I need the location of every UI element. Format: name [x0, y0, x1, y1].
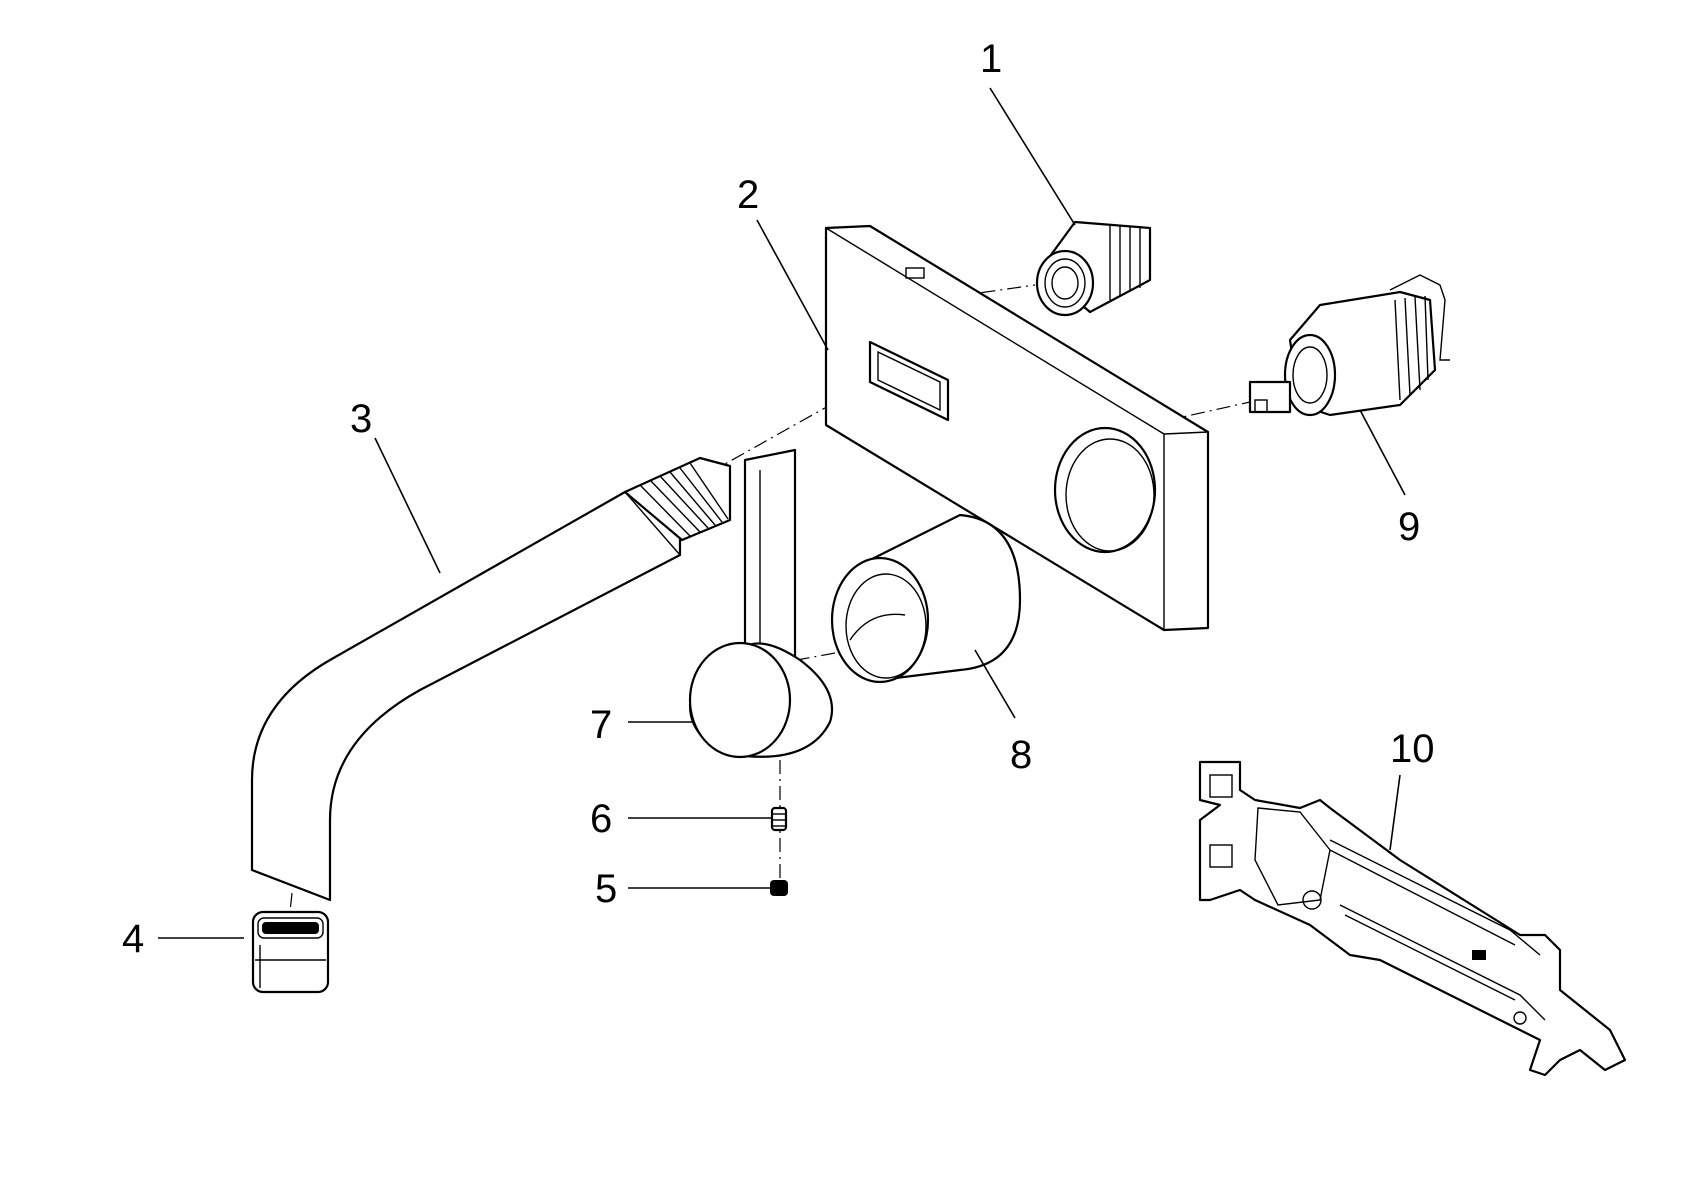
callout-10: 10: [1390, 727, 1435, 771]
callout-3: 3: [350, 397, 372, 441]
callout-5: 5: [595, 867, 617, 911]
callout-2: 2: [737, 173, 759, 217]
leader-lines: [158, 87, 1406, 939]
callout-labels: 1 2 3 4 5 6 7 8 9 10: [122, 37, 1435, 961]
valve-cartridge: [1248, 274, 1450, 417]
callout-4: 4: [122, 917, 144, 961]
service-key: [1198, 760, 1627, 1077]
callout-7: 7: [590, 703, 612, 747]
aerator: [251, 910, 330, 994]
callout-1: 1: [980, 37, 1002, 81]
callout-8: 8: [1010, 733, 1032, 777]
escutcheon-sleeve: [830, 513, 1022, 684]
lever-handle: [688, 448, 834, 759]
insert-nut: [770, 880, 788, 896]
threaded-adapter: [1035, 220, 1152, 317]
callout-6: 6: [590, 797, 612, 841]
spout: [250, 456, 732, 902]
callout-9: 9: [1398, 505, 1420, 549]
grub-screw: [770, 806, 788, 832]
cover-plate: [824, 224, 1210, 632]
